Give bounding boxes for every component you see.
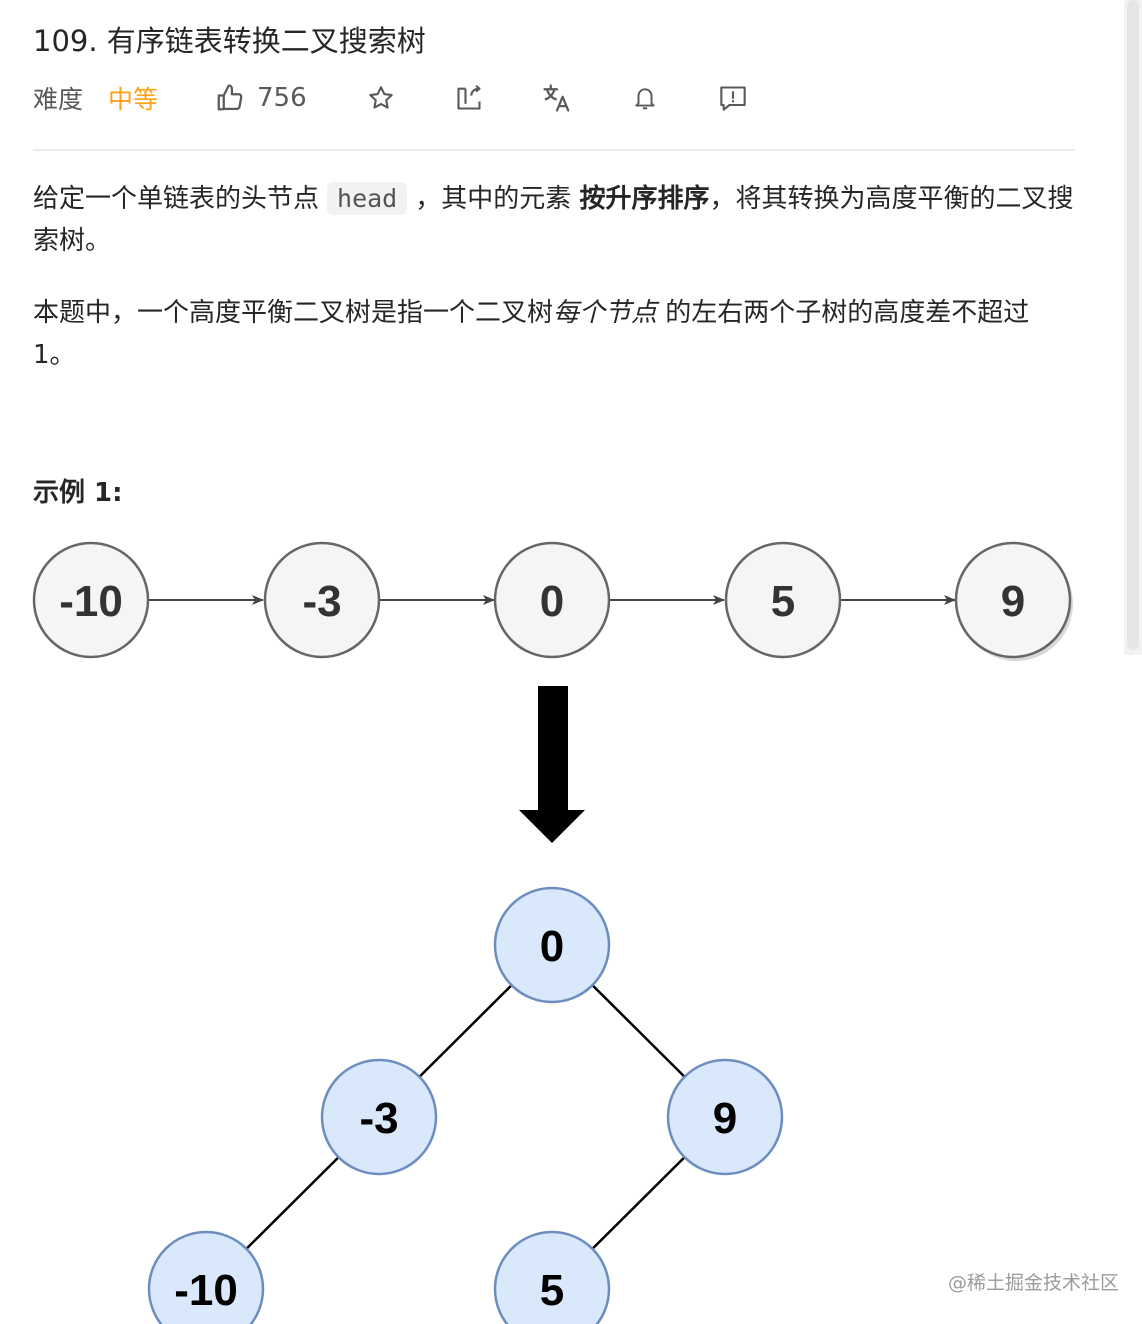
bold-ascending: 按升序排序	[579, 184, 710, 214]
italic-each-node: 每个节点	[553, 298, 658, 328]
description-paragraph-2: 本题中，一个高度平衡二叉树是指一个二叉树每个节点 的左右两个子树的高度差不超过 …	[33, 298, 1030, 370]
tree-node-label: 9	[713, 1094, 737, 1143]
list-node-label: 0	[540, 577, 564, 626]
list-node-label: -10	[59, 577, 123, 626]
tree-node-label: 0	[540, 922, 564, 971]
tree-node-label: 5	[540, 1266, 564, 1315]
feedback-button[interactable]	[713, 78, 753, 118]
divider	[33, 149, 1075, 151]
translate-icon	[543, 84, 570, 112]
like-icon	[217, 84, 243, 111]
favorite-button[interactable]	[361, 78, 401, 118]
list-node: 5	[724, 541, 842, 659]
bell-icon	[635, 88, 655, 110]
like-count: 756	[257, 83, 307, 113]
like-button[interactable]: 756	[215, 78, 307, 118]
list-node: -3	[263, 541, 381, 659]
subscribe-button[interactable]	[625, 78, 665, 118]
tree-node-left-left: -10	[147, 1230, 265, 1324]
share-button[interactable]	[449, 78, 489, 118]
example-diagram: -10 -3 0 5 9 0 -3 9 -10	[32, 541, 1073, 1324]
tree-node-label: -10	[174, 1266, 238, 1315]
tree-node-root: 0	[493, 886, 611, 1004]
tree-node-right-left: 5	[493, 1230, 611, 1324]
feedback-icon	[720, 86, 746, 111]
scrollbar-thumb[interactable]	[1127, 0, 1139, 650]
list-node: 0	[493, 541, 611, 659]
list-node: -10	[32, 541, 150, 659]
problem-meta-row: 难度 中等 756	[33, 78, 1073, 118]
list-node-label: -3	[302, 577, 341, 626]
list-node-label: 9	[1001, 577, 1025, 626]
list-node-label: 5	[771, 577, 795, 626]
tree-node-label: -3	[359, 1094, 398, 1143]
list-node: 9	[954, 541, 1073, 661]
translate-button[interactable]	[537, 78, 577, 118]
convert-arrow-icon	[519, 686, 585, 843]
share-icon	[457, 84, 481, 110]
tree-node-right: 9	[666, 1058, 784, 1176]
problem-title: 109. 有序链表转换二叉搜索树	[33, 24, 426, 58]
difficulty-badge: 中等	[108, 85, 159, 114]
watermark: @稀土掘金技术社区	[948, 1272, 1120, 1294]
inline-code-head: head	[327, 182, 408, 215]
difficulty-label: 难度	[33, 85, 84, 114]
star-icon	[369, 86, 393, 109]
example-heading: 示例 1:	[33, 478, 123, 508]
tree-node-left: -3	[320, 1058, 438, 1176]
